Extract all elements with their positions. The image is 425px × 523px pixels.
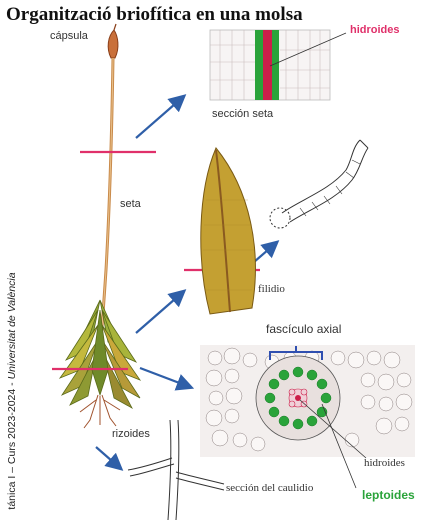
leafy-shoot <box>58 299 142 410</box>
leptoides-label: leptoides <box>362 488 415 502</box>
capsule-shape <box>107 29 119 59</box>
arrow-to-filidio <box>135 289 187 334</box>
fascicle-bracket <box>269 346 323 360</box>
fasciculo-axial-label: fascículo axial <box>266 322 342 336</box>
filidio-label: filidio <box>258 283 285 295</box>
rhizoid-sketch <box>127 419 225 521</box>
seta-section-illustration <box>209 29 347 101</box>
hidroides-top-label: hidroides <box>350 24 400 36</box>
seccion-caulidio-label: sección del caulidio <box>226 482 314 494</box>
page-title: Organització briofítica en una molsa <box>6 4 303 25</box>
arrow-to-caulidio-section <box>139 366 195 391</box>
leaf-shape <box>200 147 256 315</box>
rhizoids <box>79 394 121 429</box>
hidroides-bottom-label: hidroides <box>364 457 405 469</box>
filidio-illustration <box>200 147 256 315</box>
filidio-cell-sketch <box>269 139 369 229</box>
caulidio-section-illustration <box>200 345 415 489</box>
seccion-seta-label: sección seta <box>212 108 274 120</box>
seta-label: seta <box>120 198 141 210</box>
side-credit: tánica I – Curs 2023-2024 - Universitat … <box>6 271 18 511</box>
capsula-label: cápsula <box>50 30 88 42</box>
moss-plant-illustration <box>58 23 142 429</box>
university-text: Universitat de València <box>6 272 18 380</box>
arrow-to-filidio-cell <box>253 240 280 263</box>
course-text: tánica I – Curs 2023-2024 - <box>6 379 18 510</box>
arrows <box>95 94 280 471</box>
rizoides-label: rizoides <box>112 428 150 440</box>
leptoid-ring <box>264 366 332 430</box>
arrow-to-rizoides <box>95 446 124 471</box>
arrow-to-seta-section <box>135 94 187 139</box>
